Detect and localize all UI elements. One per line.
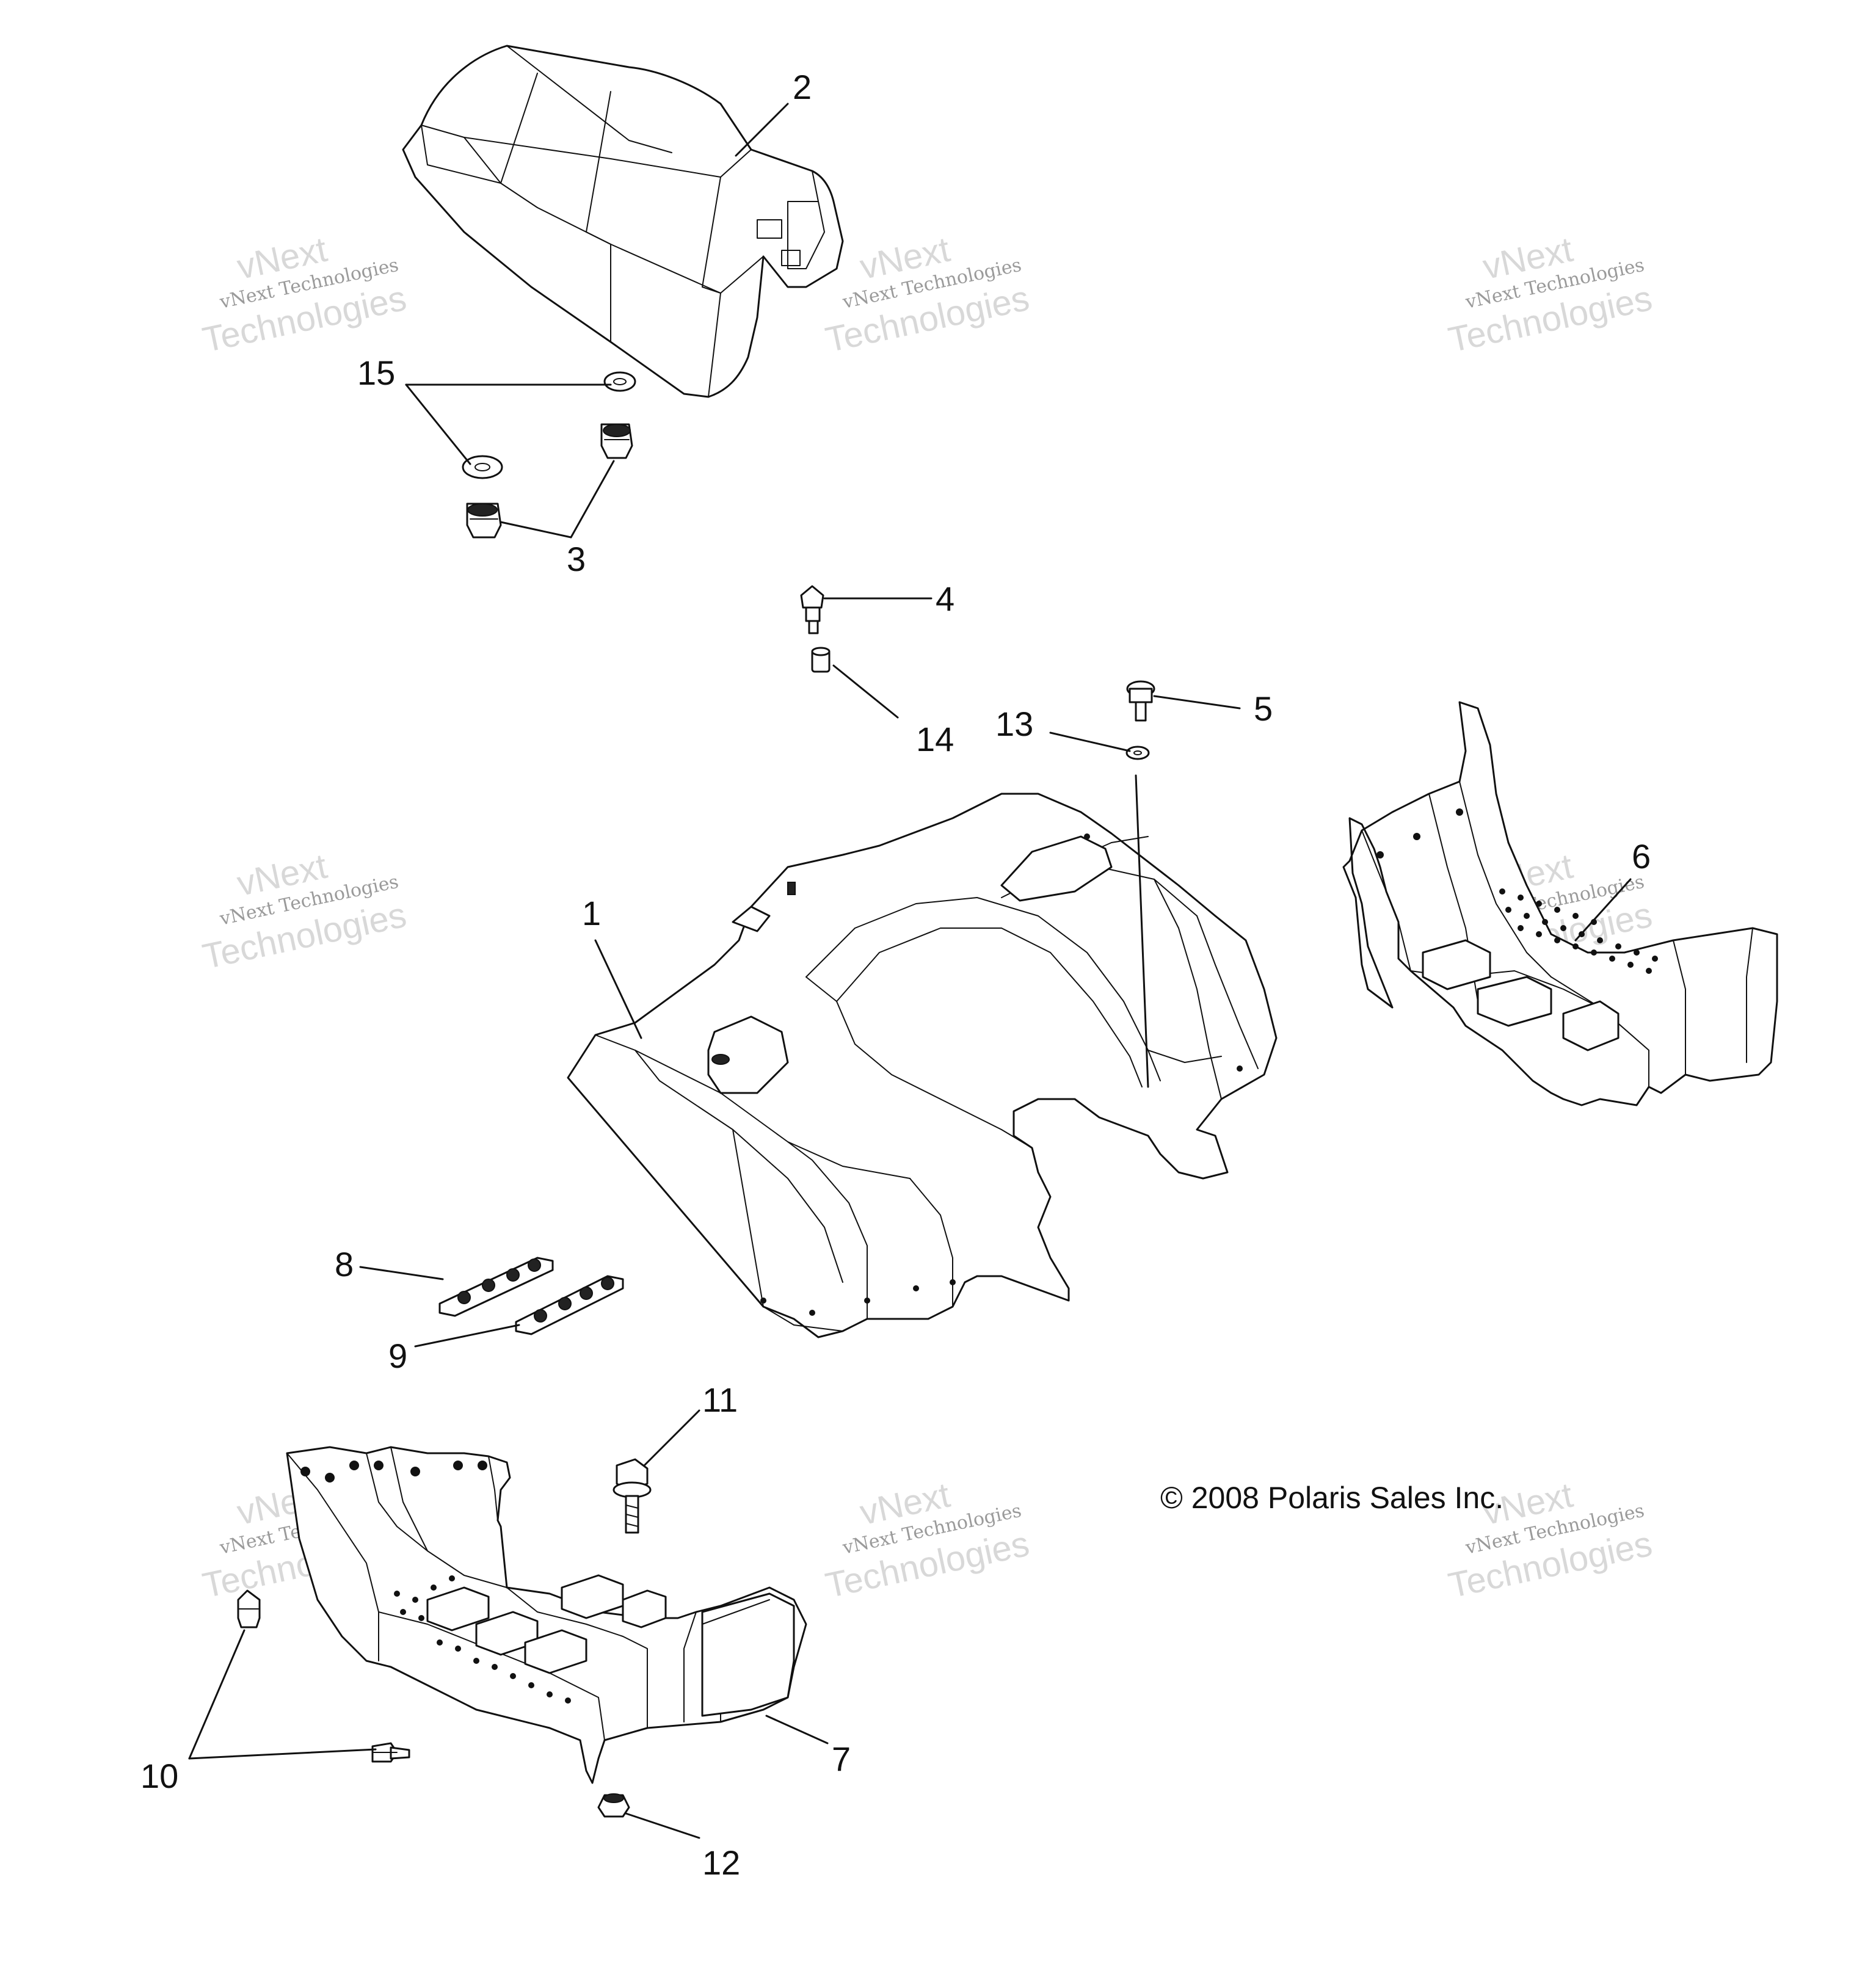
push-rivet-part [237, 1589, 261, 1628]
callout-number-13: 13 [995, 705, 1033, 743]
leader-line [1135, 774, 1149, 1088]
callout-number-5: 5 [1254, 689, 1273, 728]
footwell-tread-dots [1499, 888, 1658, 974]
watermark-mid-left: vNext vNext Technologies Technologies [199, 846, 410, 977]
callout-number-9: 9 [388, 1337, 407, 1375]
footpeg-pad-part [515, 1275, 624, 1335]
leader-line [735, 103, 789, 157]
callout-number-10: 10 [140, 1757, 178, 1795]
leader-line [188, 1748, 377, 1760]
leader-lines [188, 103, 1632, 1839]
push-rivet-part [800, 585, 824, 634]
callout-number-2: 2 [793, 68, 812, 106]
seat-part [402, 45, 844, 398]
leader-line [594, 939, 642, 1039]
leader-line [832, 664, 899, 719]
callout-labels: 1 2 3 4 5 6 7 8 9 10 11 12 13 14 15 [140, 68, 1651, 1882]
callout-number-1: 1 [582, 894, 601, 932]
watermark-bottom-center: vNext vNext Technologies Technologies [822, 1475, 1033, 1606]
leader-line [765, 1715, 829, 1744]
leader-line [500, 521, 572, 539]
callout-number-12: 12 [702, 1843, 740, 1882]
watermark-top-left: vNext vNext Technologies Technologies [199, 230, 410, 360]
grommet-part [597, 1793, 630, 1818]
leader-line [414, 1324, 520, 1348]
callout-number-8: 8 [335, 1245, 354, 1283]
nut-parts [466, 423, 633, 539]
callout-number-3: 3 [567, 540, 586, 578]
callout-number-6: 6 [1632, 837, 1651, 876]
leader-line [625, 1812, 700, 1839]
washer-parts [462, 371, 636, 479]
bolt-part [1126, 680, 1155, 722]
leader-line [359, 1266, 444, 1280]
footwell-tread-dots [394, 1575, 571, 1704]
push-rivet-part [371, 1742, 410, 1763]
washer-small-part [1125, 746, 1150, 760]
callout-number-14: 14 [916, 720, 954, 758]
leader-line [1049, 731, 1131, 752]
callout-number-15: 15 [357, 354, 395, 392]
grommet-part [811, 647, 831, 673]
leader-line [570, 460, 615, 539]
flange-bolt-part [613, 1458, 652, 1534]
leader-line [405, 383, 471, 465]
footpeg-pad-part [438, 1257, 554, 1317]
left-footwell-part [286, 1446, 807, 1784]
watermark-top-right: vNext vNext Technologies Technologies [1445, 230, 1656, 360]
callout-number-4: 4 [936, 579, 954, 618]
leader-line [188, 1629, 245, 1760]
copyright-text: © 2008 Polaris Sales Inc. [1160, 1481, 1503, 1515]
right-footwell-part [1342, 701, 1778, 1106]
watermark-top-center: vNext vNext Technologies Technologies [822, 230, 1033, 360]
leader-line [1153, 695, 1241, 710]
leader-line [643, 1409, 700, 1467]
leader-line [1574, 878, 1632, 942]
rear-fender-part [567, 793, 1278, 1338]
callout-number-11: 11 [702, 1381, 738, 1419]
callout-number-7: 7 [832, 1740, 851, 1778]
